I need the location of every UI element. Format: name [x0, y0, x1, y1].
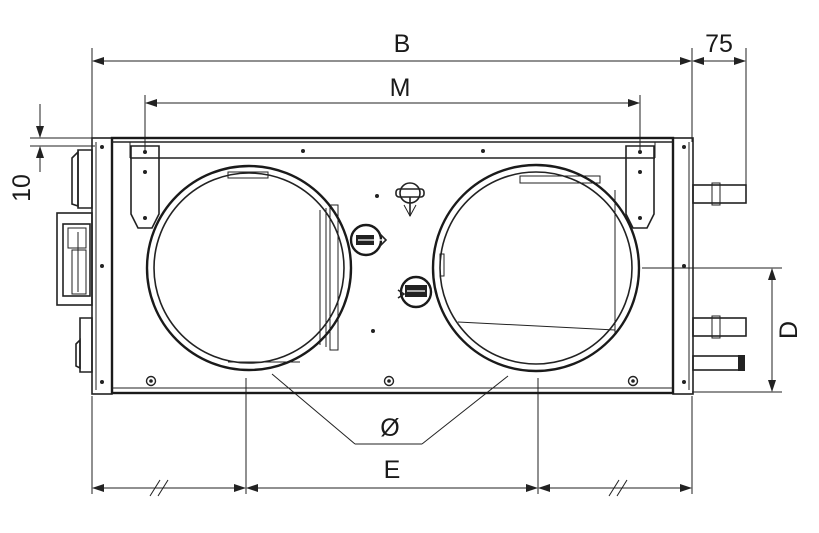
- dimension-10: 10: [8, 104, 110, 202]
- diameter-label: Ø: [380, 414, 399, 442]
- dimension-m: M: [144, 74, 641, 150]
- diameter-leader: Ø: [271, 373, 509, 445]
- unit-housing: [91, 136, 694, 395]
- center-controls: [349, 182, 433, 333]
- dimension-10-label: 10: [8, 174, 36, 202]
- duct-spigot-right: [431, 163, 641, 373]
- dimension-e: E: [91, 378, 693, 497]
- motor-icon: [349, 223, 388, 257]
- side-pipes-right: [692, 182, 747, 371]
- dimension-75-label: 75: [705, 30, 733, 58]
- side-box-left: [56, 149, 93, 373]
- thermostat-icon: [395, 182, 425, 218]
- dimension-75: 75: [692, 30, 747, 185]
- duct-spigot-left: [145, 164, 353, 372]
- dimension-d-label: D: [775, 321, 803, 339]
- mounting-bracket-right: [625, 145, 655, 229]
- dimension-d: D: [642, 267, 803, 393]
- dimension-b-label: B: [394, 30, 411, 58]
- mounting-bracket-left: [130, 145, 160, 229]
- dimension-e-label: E: [384, 456, 401, 484]
- dimension-m-label: M: [390, 74, 411, 102]
- heater-icon: [397, 275, 433, 309]
